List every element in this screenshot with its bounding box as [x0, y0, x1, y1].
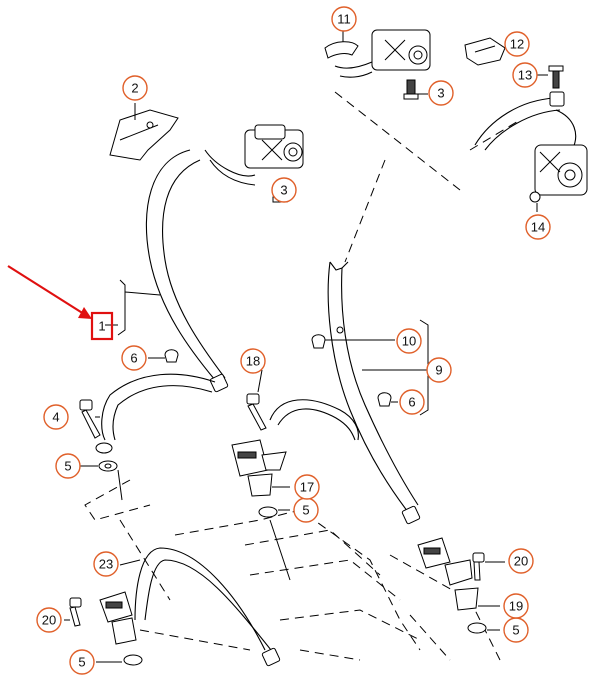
callout-2: 2: [122, 75, 148, 101]
callout-6: 6: [399, 389, 425, 415]
callout-circle: [331, 6, 357, 32]
highlight-arrow: [7, 265, 85, 315]
callout-5: 5: [293, 497, 319, 523]
callout-circle: [121, 345, 147, 371]
callout-number: 2: [131, 81, 138, 96]
callout-circle: [93, 551, 119, 577]
highlight-arrow-head: [78, 307, 92, 319]
callout-number: 6: [130, 351, 137, 366]
callout-circle: [503, 593, 529, 619]
callout-number: 12: [510, 37, 524, 52]
callout-number: 1: [98, 319, 105, 334]
callout-5: 5: [55, 453, 81, 479]
callout-number: 18: [246, 354, 260, 369]
cover-11: [324, 30, 359, 59]
callout-4: 4: [43, 404, 69, 430]
callout-1: 1: [98, 319, 105, 334]
callout-number: 5: [302, 503, 309, 518]
callout-circle: [294, 474, 320, 500]
callout-circle: [512, 62, 538, 88]
callout-circle: [399, 389, 425, 415]
callout-number: 19: [509, 599, 523, 614]
callout-circle: [240, 348, 266, 374]
callout-20: 20: [508, 548, 534, 574]
callout-number: 14: [531, 220, 545, 235]
center-buckle: [231, 369, 291, 581]
rear-buckle-right: [417, 537, 505, 634]
callout-number: 17: [300, 480, 314, 495]
callout-circle: [36, 607, 62, 633]
callout-number: 5: [64, 459, 71, 474]
callout-circle: [525, 214, 551, 240]
callout-13: 13: [512, 62, 538, 88]
callout-number: 3: [280, 183, 287, 198]
callout-number: 23: [99, 557, 113, 572]
callout-20: 20: [36, 607, 62, 633]
callout-number: 3: [437, 86, 444, 101]
retractor-front-left: [244, 124, 304, 203]
callout-10: 10: [396, 328, 422, 354]
callout-number: 5: [78, 655, 85, 670]
callout-circle: [428, 80, 454, 106]
rear-belt-center: [269, 261, 429, 525]
callout-circle: [396, 328, 422, 354]
cover-12: [464, 37, 512, 66]
callout-number: 13: [518, 68, 532, 83]
callout-circle: [504, 31, 530, 57]
lower-anchor-left: [79, 349, 179, 501]
rear-belt-left: [64, 547, 281, 667]
callout-12: 12: [504, 31, 530, 57]
callout-3: 3: [428, 80, 454, 106]
callout-3: 3: [271, 177, 297, 203]
retractor-rear-right: [474, 65, 588, 212]
callout-number: 20: [514, 554, 528, 569]
callout-circle: [426, 357, 452, 383]
callout-9: 9: [426, 357, 452, 383]
callout-number: 20: [42, 613, 56, 628]
callout-circle: [69, 649, 95, 675]
callout-number: 11: [337, 12, 351, 27]
callout-circle: [508, 548, 534, 574]
callout-5: 5: [503, 617, 529, 643]
callout-5: 5: [69, 649, 95, 675]
callout-circle: [271, 177, 297, 203]
callout-17: 17: [294, 474, 320, 500]
callout-18: 18: [240, 348, 266, 374]
callout-number: 9: [435, 363, 442, 378]
callout-14: 14: [525, 214, 551, 240]
callout-circle: [122, 75, 148, 101]
front-belt-left: [101, 149, 256, 441]
callout-11: 11: [331, 6, 357, 32]
callout-circle: [43, 404, 69, 430]
highlight-box: [90, 311, 114, 341]
retractor-rear-top: [334, 29, 431, 100]
highlight-annotation: [7, 265, 114, 341]
callout-number: 6: [408, 395, 415, 410]
callout-circle: [55, 453, 81, 479]
callout-number: 5: [512, 623, 519, 638]
callout-number: 10: [402, 334, 416, 349]
upper-anchor-bracket: [109, 103, 179, 161]
callout-6: 6: [121, 345, 147, 371]
callout-23: 23: [93, 551, 119, 577]
callout-number: 4: [52, 410, 59, 425]
callout-19: 19: [503, 593, 529, 619]
